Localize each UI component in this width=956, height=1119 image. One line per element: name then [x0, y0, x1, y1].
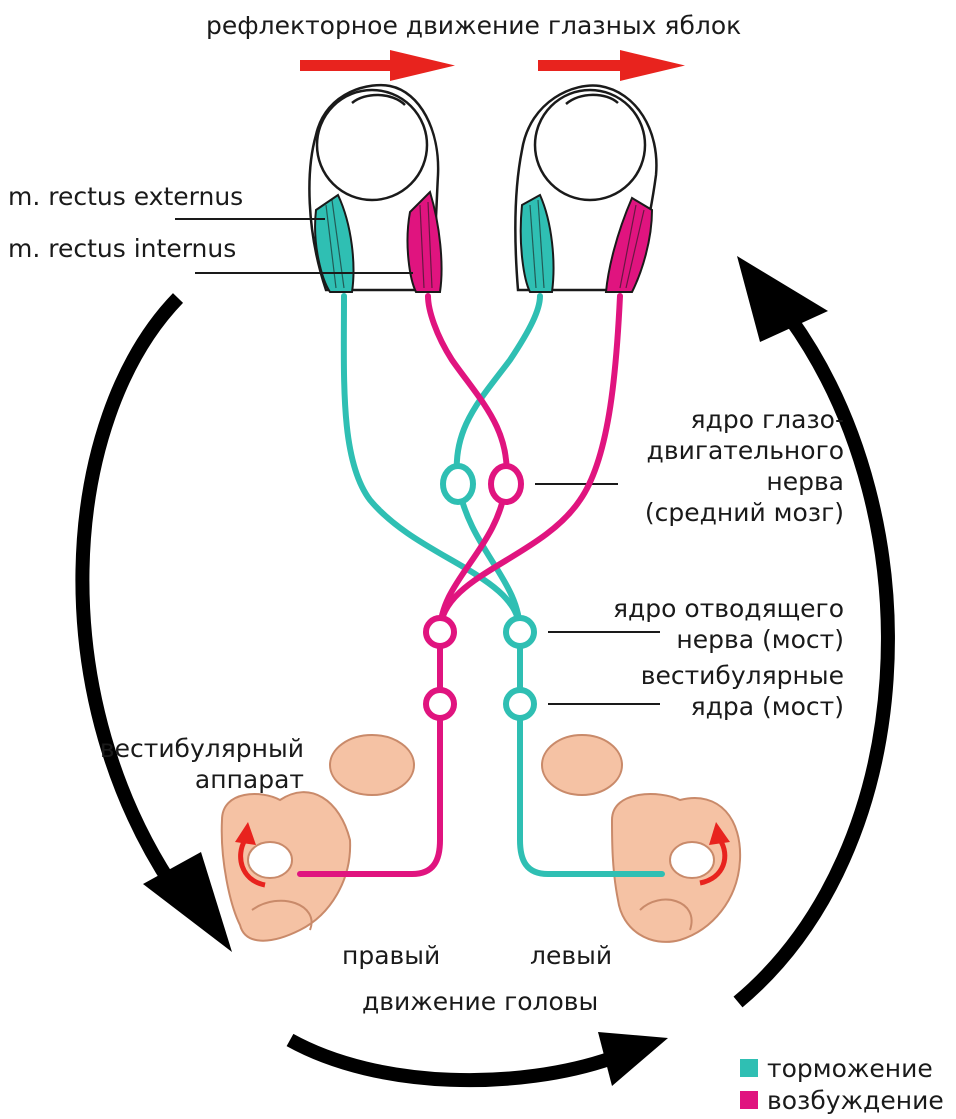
label-vestibular-nuclei: вестибулярные ядра (мост): [641, 660, 844, 722]
teal-oculomotor-to-medial-rectus: [457, 296, 540, 484]
oculomotor-line-2: двигательного: [645, 435, 844, 466]
vestibular-apparatus-line-2: аппарат: [100, 764, 304, 795]
abducens-nucleus-teal: [506, 618, 534, 646]
red-arrow-right: [538, 50, 685, 81]
eye-movement-arrows: [300, 50, 685, 81]
vestibular-nucleus-teal: [506, 690, 534, 718]
label-oculomotor-nucleus: ядро глазо- двигательного нерва (средний…: [645, 404, 844, 528]
right-arc-arrowhead: [737, 256, 828, 342]
vestibular-nuclei-line-2: ядра (мост): [641, 691, 844, 722]
oculomotor-line-3: нерва: [645, 466, 844, 497]
legend-item-excitation: возбуждение: [740, 1085, 944, 1115]
bottom-arc-arrowhead: [598, 1032, 668, 1086]
oculomotor-nucleus-teal: [443, 466, 473, 502]
legend-swatch-inhibition: [740, 1059, 758, 1077]
legend-swatch-excitation: [740, 1091, 758, 1109]
left-eye: [515, 85, 656, 292]
oculomotor-nucleus-magenta: [491, 466, 521, 502]
diagram-title: рефлекторное движение глазных яблок: [206, 10, 741, 41]
vestibular-nucleus-magenta: [426, 690, 454, 718]
label-head-movement: движение головы: [362, 986, 598, 1017]
magenta-abducens-to-lateral-rectus: [440, 296, 620, 632]
label-right-side: правый: [342, 940, 440, 971]
oculomotor-line-1: ядро глазо-: [645, 404, 844, 435]
red-arrow-left: [300, 50, 455, 81]
abducens-line-2: нерва (мост): [613, 624, 844, 655]
teal-abducens-to-lateral-rectus: [344, 296, 520, 632]
right-eye: [309, 85, 441, 292]
label-rectus-internus: m. rectus internus: [8, 233, 236, 264]
oculomotor-line-4: (средний мозг): [645, 497, 844, 528]
label-rectus-externus: m. rectus externus: [8, 181, 243, 212]
vestibular-nuclei-line-1: вестибулярные: [641, 660, 844, 691]
left-eyeball: [535, 90, 645, 200]
abducens-line-1: ядро отводящего: [613, 593, 844, 624]
right-eyeball: [317, 90, 427, 200]
bottom-black-arc-arrow: [290, 1040, 612, 1080]
vestibular-apparatus-line-1: вестибулярный: [100, 733, 304, 764]
left-vestibular-apparatus: [542, 735, 740, 942]
legend-label-excitation: возбуждение: [767, 1086, 944, 1115]
label-vestibular-apparatus: вестибулярный аппарат: [100, 733, 304, 795]
legend-label-inhibition: торможение: [767, 1054, 933, 1083]
left-black-arc-arrow: [82, 298, 182, 900]
magenta-oculomotor-to-medial-rectus: [428, 296, 507, 484]
label-left-side: левый: [530, 940, 612, 971]
abducens-nucleus-magenta: [426, 618, 454, 646]
label-abducens-nucleus: ядро отводящего нерва (мост): [613, 593, 844, 655]
legend-item-inhibition: торможение: [740, 1053, 933, 1083]
